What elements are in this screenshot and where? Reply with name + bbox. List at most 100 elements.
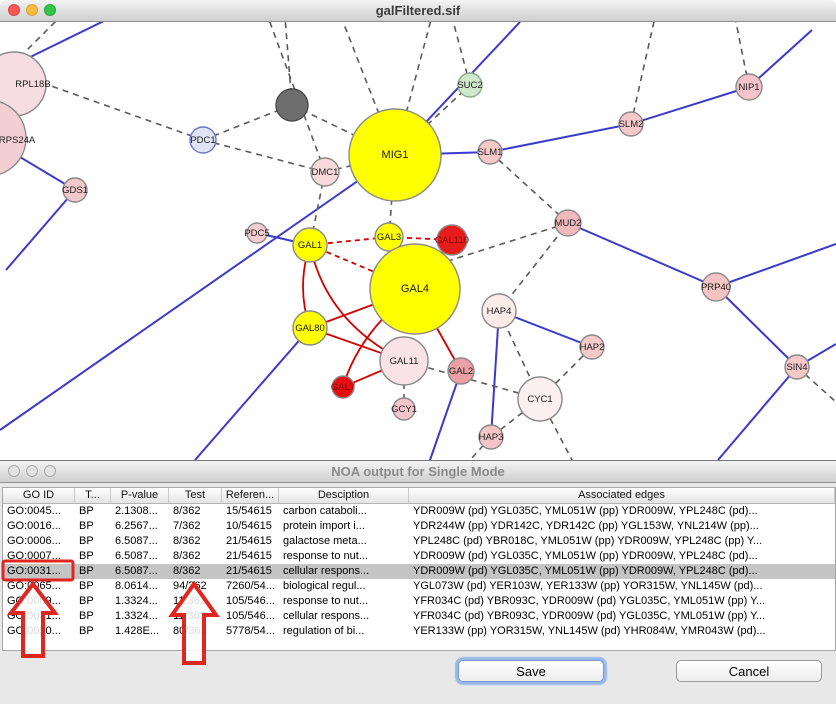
node-PDC1[interactable]: PDC1	[189, 126, 217, 154]
table-cell: YGL073W (pd) YER103W, YER133W (pp) YOR31…	[413, 580, 763, 592]
node-NIP1[interactable]: NIP1	[735, 73, 763, 101]
node-RPS24A-circle[interactable]	[0, 100, 27, 176]
node-CYC1[interactable]: CYC1	[517, 376, 563, 422]
node-MIG1[interactable]: MIG1	[348, 108, 442, 202]
node-PDC5-circle[interactable]	[246, 222, 268, 244]
node-GAL2[interactable]: GAL2	[447, 357, 475, 385]
node-PRP40-circle[interactable]	[701, 272, 731, 302]
cancel-button[interactable]: Cancel	[676, 660, 822, 682]
node-MUD2-circle[interactable]	[554, 209, 582, 237]
network-window-titlebar[interactable]: galFiltered.sif	[0, 0, 836, 22]
node-GAL7[interactable]: GAL7	[331, 375, 355, 399]
node-PRP40[interactable]: PRP40	[701, 272, 731, 302]
node-HAP4[interactable]: HAP4	[481, 293, 517, 329]
node-GAL110[interactable]: GAL110	[435, 224, 469, 256]
node-CYC1-circle[interactable]	[517, 376, 563, 422]
node-SUC2-circle[interactable]	[457, 72, 483, 98]
node-unlabeled-circle[interactable]	[275, 88, 309, 122]
node-SUC2[interactable]: SUC2	[457, 72, 483, 98]
column-header-associated-edges[interactable]: Associated edges	[409, 488, 835, 503]
zoom-button[interactable]	[44, 4, 56, 16]
node-DMC1[interactable]: DMC1	[310, 157, 340, 187]
table-cell: GO:0050...	[7, 625, 61, 637]
node-HAP3[interactable]: HAP3	[478, 424, 504, 450]
node-GAL7-circle[interactable]	[331, 375, 355, 399]
column-header-p-value[interactable]: P-value	[111, 488, 169, 503]
table-cell: regulation of bi...	[283, 625, 365, 637]
node-DMC1-circle[interactable]	[310, 157, 340, 187]
node-HAP2[interactable]: HAP2	[579, 334, 605, 360]
node-SIN4[interactable]: SIN4	[784, 354, 810, 380]
node-GAL11[interactable]: GAL11	[379, 336, 429, 386]
node-SLM2[interactable]: SLM2	[618, 111, 644, 137]
node-GAL4-circle[interactable]	[369, 243, 461, 335]
node-HAP3-circle[interactable]	[478, 424, 504, 450]
table-cell: response to nut...	[283, 550, 368, 562]
node-MUD2[interactable]: MUD2	[554, 209, 582, 237]
node-MIG1-circle[interactable]	[348, 108, 442, 202]
node-SLM1-circle[interactable]	[477, 139, 503, 165]
node-NIP1-circle[interactable]	[735, 73, 763, 101]
node-GDS1[interactable]: GDS1	[62, 177, 88, 203]
node-GAL1[interactable]: GAL1	[292, 227, 328, 263]
column-header-t[interactable]: T...	[75, 488, 111, 503]
node-GAL4[interactable]: GAL4	[369, 243, 461, 335]
node-PDC5[interactable]: PDC5	[244, 222, 270, 244]
node-label: GAL1	[298, 240, 322, 251]
node-SLM1[interactable]: SLM1	[477, 139, 503, 165]
node-GCY1[interactable]: GCY1	[391, 397, 417, 421]
table-cell: YPL248C (pd) YBR018C, YML051W (pp) YDR00…	[413, 535, 763, 547]
node-GAL3[interactable]: GAL3	[374, 222, 404, 252]
column-header-go-id[interactable]: GO ID	[3, 488, 75, 503]
network-edge-pd-gray-dashed	[291, 104, 396, 156]
node-RPS24A[interactable]: RPS24A	[0, 100, 36, 176]
node-GDS1-circle[interactable]	[62, 177, 88, 203]
node-label: RPL18B	[15, 79, 50, 90]
close-button[interactable]	[8, 4, 20, 16]
node-GAL11-circle[interactable]	[379, 336, 429, 386]
node-HAP2-circle[interactable]	[579, 334, 605, 360]
node-unlabeled[interactable]	[275, 88, 309, 122]
node-GAL1-circle[interactable]	[292, 227, 328, 263]
node-GAL80-circle[interactable]	[292, 310, 328, 346]
table-cell: 105/546...	[226, 595, 275, 607]
zoom-button[interactable]	[44, 465, 56, 477]
node-GAL80[interactable]: GAL80	[292, 310, 328, 346]
node-GAL3-circle[interactable]	[374, 222, 404, 252]
noa-window-titlebar[interactable]: NOA output for Single Mode	[0, 461, 836, 483]
table-cell: 21/54615	[226, 565, 272, 577]
close-button[interactable]	[8, 465, 20, 477]
network-edge-pp-blue	[0, 154, 396, 431]
node-GAL2-circle[interactable]	[447, 357, 475, 385]
table-cell: BP	[79, 580, 94, 592]
network-edge-pd-gray-dashed	[39, 81, 204, 141]
node-SLM2-circle[interactable]	[618, 111, 644, 137]
table-cell: galactose meta...	[283, 535, 367, 547]
network-edge-pp-blue	[5, 189, 76, 271]
column-header-desciption[interactable]: Desciption	[279, 488, 409, 503]
network-edge-pd-gray-dashed	[630, 22, 655, 125]
node-GAL110-circle[interactable]	[436, 224, 468, 256]
column-header-test[interactable]: Test	[169, 488, 222, 503]
column-header-referen[interactable]: Referen...	[222, 488, 279, 503]
table-cell: 80/362	[173, 625, 207, 637]
minimize-button[interactable]	[26, 4, 38, 16]
table-cell: BP	[79, 595, 94, 607]
node-HAP4-circle[interactable]	[481, 293, 517, 329]
node-PDC1-circle[interactable]	[189, 126, 217, 154]
save-button[interactable]: Save	[458, 660, 604, 682]
node-GCY1-circle[interactable]	[392, 397, 416, 421]
minimize-button[interactable]	[26, 465, 38, 477]
node-SIN4-circle[interactable]	[784, 354, 810, 380]
